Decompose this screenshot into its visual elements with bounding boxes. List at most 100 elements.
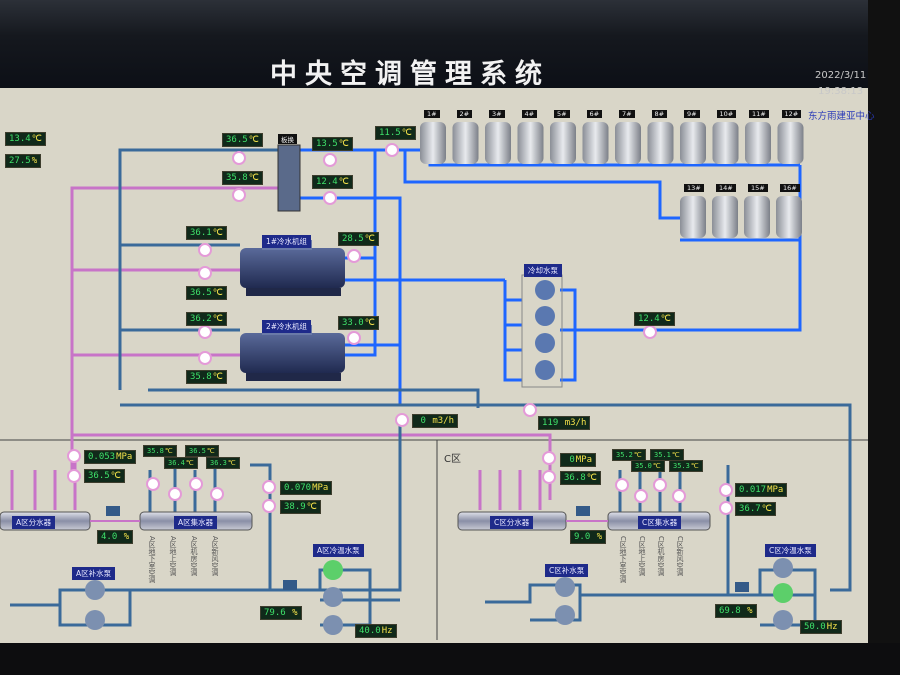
cooling-tower[interactable] [712, 122, 739, 164]
chiller1-in-temp: 36.1℃ [186, 226, 227, 240]
cooling-tower-label: 13# [684, 184, 704, 192]
a-pump-frequency: 40.0Hz [355, 624, 397, 638]
cooling-tower-label: 10# [716, 110, 737, 118]
a-branch-label-1: A区地下室空调 [148, 536, 156, 583]
hx-return-temp-readout: 35.8℃ [222, 171, 263, 185]
date: 2022/3/11 [815, 70, 867, 81]
cooling-tower[interactable] [452, 122, 479, 164]
heat-exchanger-label: 板换 [278, 134, 297, 144]
cooling-tower-label: 2# [456, 110, 473, 118]
hx-out1-temp-readout: 13.5℃ [312, 137, 353, 151]
chiller1-return-temp: 36.5℃ [186, 286, 227, 300]
c-coll-temp: 36.7℃ [735, 502, 776, 516]
chiller1-out-temp: 28.5℃ [338, 232, 379, 246]
organization-name: 东方雨建亚中心 [808, 111, 875, 122]
cooling-tower[interactable] [776, 196, 802, 238]
cooling-tower[interactable] [582, 122, 609, 164]
c-circ-pump-label[interactable]: C区冷温水泵 [765, 544, 816, 557]
a-coll-temp: 38.9℃ [280, 500, 321, 514]
cooling-tower-label: 4# [521, 110, 538, 118]
a-distributor-label[interactable]: A区分水器 [12, 516, 56, 529]
a-branch-label-3: A区机房空调 [190, 536, 198, 576]
c-branch-temp-2: 35.0℃ [631, 460, 665, 472]
chiller2-out-temp: 33.0℃ [338, 316, 379, 330]
c-pump-valve: 69.8 % [715, 604, 757, 618]
c-distributor-label[interactable]: C区分水器 [490, 516, 534, 529]
c-dist-temp: 36.8℃ [560, 471, 601, 485]
cooling-tower[interactable] [550, 122, 576, 164]
pump-group-label[interactable]: 冷却水泵 [524, 264, 562, 277]
time: 19:38:13 [818, 86, 864, 97]
cooling-tower-label: 7# [619, 110, 635, 118]
cooling-tower-label: 9# [684, 110, 700, 118]
chiller-2 [240, 325, 345, 381]
cooling-towers [420, 122, 804, 238]
condenser-pipes [10, 148, 852, 627]
screen-bezel [868, 0, 900, 675]
c-branch-label-3: C区机房空调 [657, 536, 665, 576]
chiller-1 [240, 240, 345, 296]
c-makeup-pump-label[interactable]: C区补水泵 [545, 564, 589, 577]
cooling-tower-label: 12# [781, 110, 802, 118]
a-branch-temp-4: 36.3℃ [206, 457, 240, 469]
c-branch-temp-4: 35.3℃ [669, 460, 703, 472]
zone-c-title: C区 [444, 454, 461, 465]
a-collector-label[interactable]: A区集水器 [174, 516, 218, 529]
pump-out-temp: 12.4℃ [634, 312, 675, 326]
page-title: 中央空调管理系统 [270, 59, 550, 90]
a-pump-valve: 79.6 % [260, 606, 302, 620]
outdoor-temp-readout: 13.4℃ [5, 132, 46, 146]
cooling-tower-label: 15# [748, 184, 768, 192]
cooling-pump-group [521, 274, 563, 388]
title-bar [0, 0, 900, 90]
a-branch-temp-1: 35.8℃ [143, 445, 177, 457]
cooling-tower-label: 16# [780, 184, 800, 192]
cooling-tower[interactable] [517, 122, 544, 164]
a-dist-temp: 36.5℃ [84, 469, 125, 483]
c-branch-label-1: C区地下室空调 [619, 536, 627, 583]
cooling-tower[interactable] [615, 122, 641, 164]
chiller-2-label[interactable]: 2#冷水机组 [262, 320, 312, 333]
cooling-tower[interactable] [712, 196, 738, 238]
hx-out2-temp-readout: 12.4℃ [312, 175, 353, 189]
plate-heat-exchanger [277, 144, 301, 212]
a-coll-pressure: 0.070MPa [280, 481, 333, 495]
water-pumps [85, 558, 793, 635]
cooling-tower[interactable] [745, 122, 771, 164]
a-branch-temp-3: 36.5℃ [185, 445, 219, 457]
cooling-tower[interactable] [485, 122, 511, 164]
a-circ-pump-label[interactable]: A区冷温水泵 [313, 544, 364, 557]
c-branch-label-4: C区新风空调 [676, 536, 684, 576]
tower-temp-readout: 11.5℃ [375, 126, 416, 140]
cooling-tower[interactable] [744, 196, 770, 238]
a-branch-label-4: A区新风空调 [211, 536, 219, 576]
c-collector-label[interactable]: C区集水器 [638, 516, 682, 529]
cooling-tower[interactable] [680, 122, 706, 164]
screen-bezel-bottom [0, 643, 900, 675]
flow-a-readout: 0 m3/h [412, 414, 458, 428]
cooling-tower[interactable] [647, 122, 674, 164]
a-branch-temp-2: 36.4℃ [164, 457, 198, 469]
sensor-points [67, 143, 733, 515]
cooling-tower[interactable] [420, 122, 446, 164]
a-valve-opening: 4.0 % [97, 530, 134, 544]
c-dist-pressure: 0MPa [560, 453, 596, 467]
outdoor-humidity-readout: 27.5% [5, 154, 42, 168]
cooling-tower-label: 6# [586, 110, 603, 118]
chiller2-in-temp: 36.2℃ [186, 312, 227, 326]
cooling-tower-label: 5# [554, 110, 570, 118]
c-branch-label-2: C区地上空调 [638, 536, 646, 576]
flow-c-readout: 119 m3/h [538, 416, 591, 430]
chiller2-return-temp: 35.8℃ [186, 370, 227, 384]
cooling-tower-label: 1# [424, 110, 440, 118]
cooling-tower[interactable] [777, 122, 804, 164]
c-coll-pressure: 0.017MPa [735, 483, 788, 497]
cooling-tower-label: 14# [716, 184, 736, 192]
cooling-tower[interactable] [680, 196, 706, 238]
a-branch-label-2: A区地上空调 [169, 536, 177, 576]
datetime: 2022/3/11 19:38:13 [815, 68, 866, 100]
a-makeup-pump-label[interactable]: A区补水泵 [72, 567, 116, 580]
a-dist-pressure: 0.053MPa [84, 450, 137, 464]
chiller-1-label[interactable]: 1#冷水机组 [262, 235, 312, 248]
